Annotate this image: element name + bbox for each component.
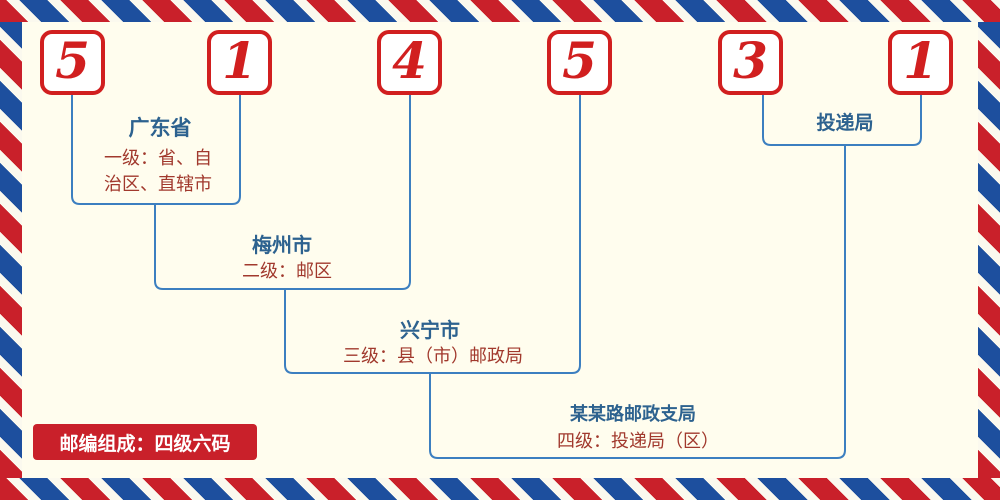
level1-region-name: 广东省: [128, 117, 192, 140]
postal-digit-box-4: 5: [547, 30, 612, 95]
level4-branch-name: 某某路邮政支局: [570, 404, 696, 424]
level1-description: 一级：省、自 治区、直辖市: [104, 148, 212, 194]
postal-digit-4: 5: [562, 30, 597, 90]
postal-digit-6: 1: [903, 30, 938, 90]
delivery-office-label: 投递局: [816, 113, 874, 134]
composition-banner: 邮编组成：四级六码: [33, 424, 257, 460]
border-stripe-right: [978, 22, 1000, 478]
level3-region-name: 兴宁市: [400, 320, 460, 342]
postal-digit-1: 5: [55, 30, 90, 90]
level4-description: 四级：投递局（区）: [557, 431, 719, 451]
postal-digit-box-2: 1: [207, 30, 272, 95]
postal-digit-box-1: 5: [40, 30, 105, 95]
level2-description: 二级：邮区: [242, 261, 332, 281]
level2-region-name: 梅州市: [252, 235, 312, 257]
border-stripe-left: [0, 22, 22, 478]
border-stripe-bottom: [0, 478, 1000, 500]
postal-digit-2: 1: [222, 30, 257, 90]
postal-digit-3: 4: [392, 30, 427, 90]
postal-digit-box-5: 3: [718, 30, 783, 95]
border-stripe-top: [0, 0, 1000, 22]
postal-digit-box-3: 4: [377, 30, 442, 95]
postal-digit-5: 3: [733, 30, 768, 90]
level3-description: 三级：县（市）邮政局: [343, 346, 523, 366]
postal-digit-box-6: 1: [888, 30, 953, 95]
composition-label: 邮编组成：四级六码: [59, 433, 231, 455]
